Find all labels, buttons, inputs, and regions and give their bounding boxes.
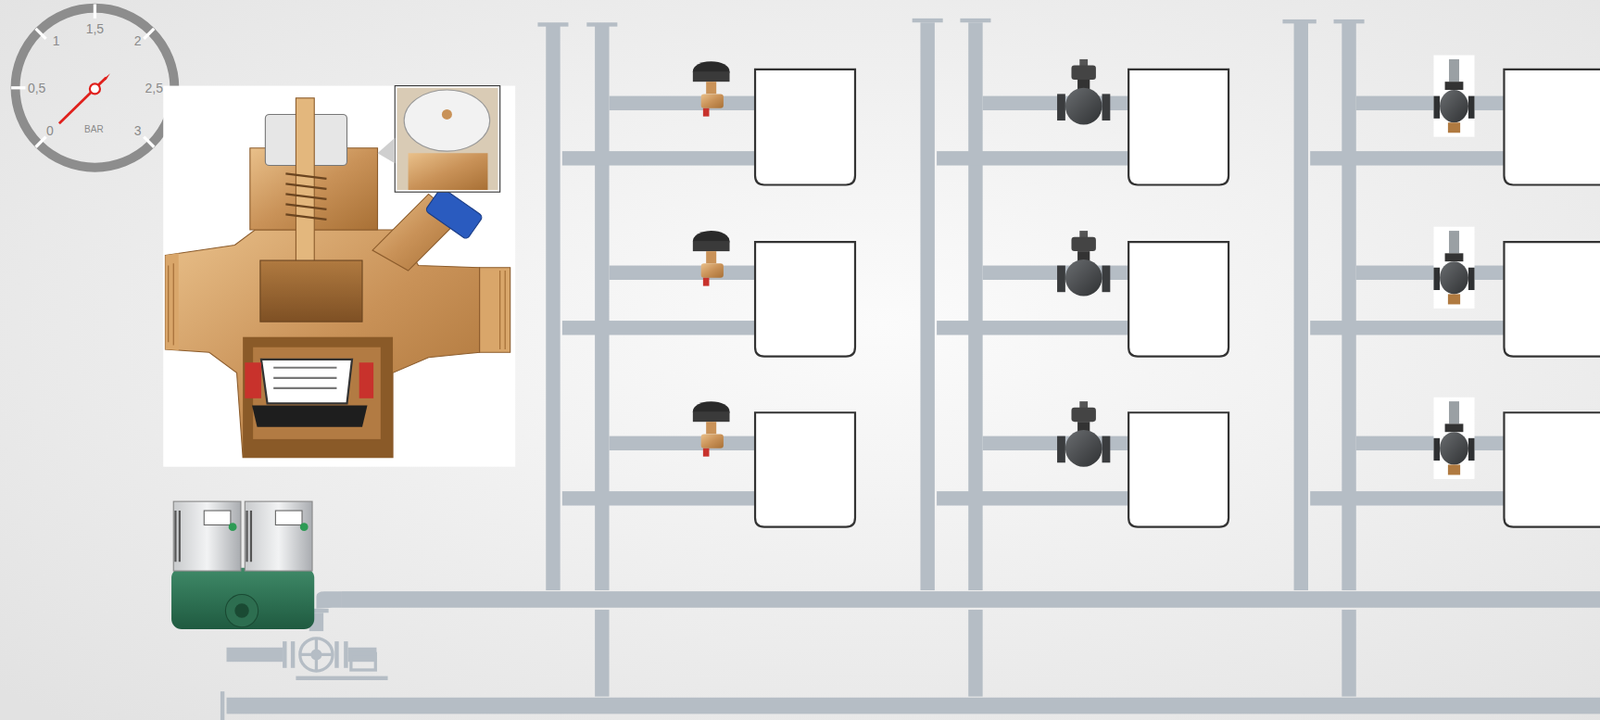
pump-symbol [300,638,377,671]
pressure-gauge [11,3,179,167]
balancing-valve-cutaway [163,86,516,467]
pipework [220,18,1600,720]
gauge-scale-number: 2,5 [145,81,164,95]
radiators [755,69,1600,528]
thermostatic-valves [692,55,1475,479]
gauge-scale-number: 1,5 [86,22,104,36]
twin-circulation-pump [171,501,315,630]
gauge-scale-number: 0,5 [27,81,46,95]
gauge-scale-number: 3 [134,124,142,138]
gauge-scale-number: 1 [52,34,61,48]
gauge-scale-number: 2 [134,34,142,48]
gauge-scale-number: 0 [46,124,54,138]
gauge-unit: BAR [84,125,104,135]
